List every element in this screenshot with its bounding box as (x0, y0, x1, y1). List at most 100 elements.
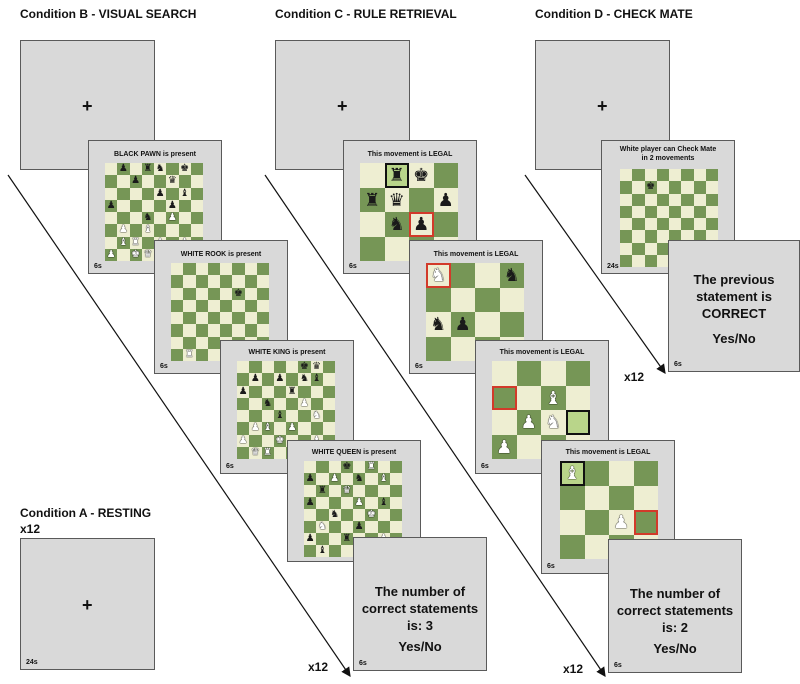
question-panel-b: The number of correct statements is: 3 Y… (353, 537, 487, 671)
board-square: ♝ (261, 422, 274, 435)
board-square (328, 461, 341, 473)
board-square: ♟ (433, 187, 458, 212)
duration-label: 6s (614, 662, 622, 669)
board-square: ♟ (117, 224, 130, 237)
black-bishop-piece: ♝ (379, 497, 389, 508)
board-square (656, 169, 669, 182)
board-square (322, 410, 335, 423)
white-pawn-piece: ♟ (354, 497, 364, 508)
black-bishop-piece: ♝ (317, 545, 327, 556)
board-square (644, 193, 657, 206)
board-square (117, 212, 130, 225)
board-square (220, 299, 233, 312)
board-square (693, 218, 706, 231)
board-square: ♟ (249, 373, 262, 386)
board-square: ♟ (304, 497, 317, 509)
board-square: ♟ (609, 510, 634, 535)
black-knight-piece: ♞ (155, 163, 165, 175)
board-square (328, 485, 341, 497)
answer-options: Yes/No (712, 331, 756, 346)
board-square: ♞ (353, 473, 366, 485)
black-knight-piece: ♞ (354, 473, 364, 484)
board-square (298, 385, 311, 398)
question-line-2: statement is (696, 289, 772, 304)
question-line-1: The previous (693, 272, 775, 287)
board-square (620, 242, 633, 255)
duration-label: 6s (349, 263, 357, 270)
white-pawn-piece: ♟ (520, 412, 537, 433)
board-square (154, 212, 167, 225)
board-square (304, 485, 317, 497)
board-square (584, 485, 609, 510)
board-square (190, 175, 203, 188)
board-square (207, 348, 220, 361)
board-square (365, 521, 378, 533)
white-bishop-piece: ♝ (263, 422, 273, 434)
board-square (232, 312, 245, 325)
repeat-count-a: x12 (20, 522, 41, 536)
board-square (565, 410, 590, 435)
board-square (261, 434, 274, 447)
board-square (353, 485, 366, 497)
black-pawn-piece: ♟ (238, 385, 248, 397)
board-square (195, 275, 208, 288)
board-square (195, 336, 208, 349)
chessboard: ♟♜♞♚♟♛♟♝♟♟♞♟♟♝♝♜♟♟♟♚♛♞ (105, 163, 203, 261)
board-square (195, 312, 208, 325)
board-square (475, 287, 500, 312)
board-square: ♛ (166, 175, 179, 188)
board-square (154, 199, 167, 212)
black-knight-piece: ♞ (143, 212, 153, 224)
black-king-piece: ♚ (646, 181, 656, 193)
black-knight-piece: ♞ (330, 509, 340, 520)
board-square: ♚ (232, 287, 245, 300)
board-square (705, 218, 718, 231)
panel-title: WHITE KING is present (248, 349, 326, 356)
board-square (286, 410, 299, 423)
black-king-piece: ♚ (233, 287, 243, 299)
board-square (261, 361, 274, 374)
board-square (360, 212, 385, 237)
board-square (328, 521, 341, 533)
question-line-3: is: 2 (661, 620, 688, 635)
board-square (620, 218, 633, 231)
board-square (237, 361, 250, 374)
condition-d-heading: Condition D - CHECK MATE (535, 7, 693, 21)
black-pawn-piece: ♟ (275, 373, 285, 385)
board-square (669, 205, 682, 218)
white-knight-piece: ♞ (545, 412, 562, 433)
board-square (171, 263, 184, 276)
duration-label: 6s (160, 363, 168, 370)
white-bishop-piece: ♝ (545, 387, 562, 408)
board-square (409, 187, 434, 212)
board-square (584, 461, 609, 486)
board-square (166, 187, 179, 200)
black-pawn-piece: ♟ (454, 314, 471, 335)
board-square (632, 242, 645, 255)
board-square (298, 410, 311, 423)
board-square (154, 224, 167, 237)
board-square (244, 275, 257, 288)
board-square: ♛ (249, 446, 262, 459)
condition-b-heading: Condition B - VISUAL SEARCH (20, 7, 197, 21)
board-square (195, 263, 208, 276)
board-square (183, 263, 196, 276)
board-square (310, 422, 323, 435)
black-knight-piece: ♞ (388, 214, 405, 235)
board-square: ♟ (154, 187, 167, 200)
panel-title-line-2: in 2 movements (641, 155, 695, 162)
board-square (656, 230, 669, 243)
white-bishop-piece: ♝ (118, 236, 128, 248)
board-square (244, 263, 257, 276)
white-rook-piece: ♜ (131, 236, 141, 248)
board-square: ♝ (178, 187, 191, 200)
board-square (644, 230, 657, 243)
board-square (207, 299, 220, 312)
board-square (644, 242, 657, 255)
board-square (609, 461, 634, 486)
black-knight-piece: ♞ (503, 265, 520, 286)
board-square (171, 312, 184, 325)
board-square (565, 361, 590, 386)
board-square: ♞ (426, 263, 451, 288)
board-square: ♟ (105, 248, 118, 261)
